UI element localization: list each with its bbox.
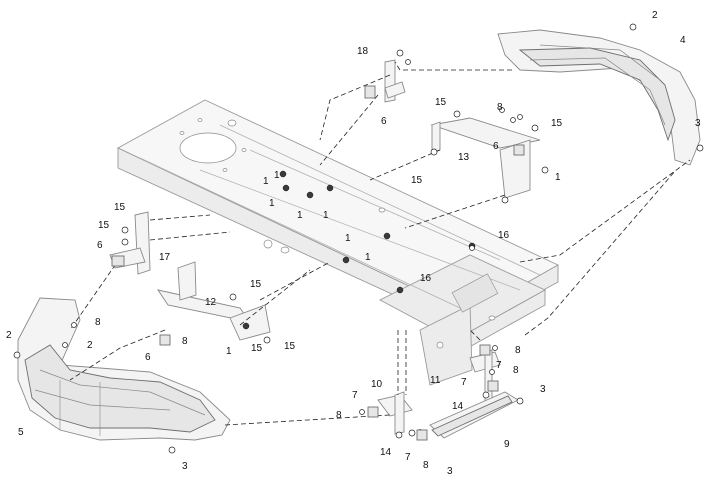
callout-8: 8 xyxy=(513,365,519,376)
callout-1: 1 xyxy=(297,210,303,221)
callout-1: 1 xyxy=(263,176,269,187)
callout-8: 8 xyxy=(515,345,521,356)
main-frame xyxy=(117,99,559,386)
callout-8: 8 xyxy=(95,317,101,328)
callout-15: 15 xyxy=(251,343,263,354)
callout-2: 2 xyxy=(6,330,12,341)
callout-5: 5 xyxy=(18,427,24,438)
callout-8: 8 xyxy=(423,460,429,471)
callout-3: 3 xyxy=(540,384,546,395)
callout-14: 14 xyxy=(380,447,392,458)
callout-15: 15 xyxy=(551,118,563,129)
callout-labels: 1 1 1 1 1 1 1 1 1 2 2 2 3 3 3 3 4 5 6 6 … xyxy=(6,10,701,477)
callout-6: 6 xyxy=(493,141,499,152)
fasteners xyxy=(13,23,704,454)
callout-17: 17 xyxy=(159,252,171,263)
bracket-11 xyxy=(469,349,501,403)
callout-15: 15 xyxy=(435,97,447,108)
callout-2: 2 xyxy=(87,340,93,351)
callout-3: 3 xyxy=(447,466,453,477)
callout-15: 15 xyxy=(98,220,110,231)
callout-10: 10 xyxy=(371,379,383,390)
callout-1: 1 xyxy=(269,198,275,209)
callout-7: 7 xyxy=(461,377,467,388)
bracket-10 xyxy=(377,391,413,435)
callout-15: 15 xyxy=(250,279,262,290)
bracket-12 xyxy=(157,261,271,341)
callout-12: 12 xyxy=(205,297,217,308)
callout-6: 6 xyxy=(145,352,151,363)
callout-3: 3 xyxy=(182,461,188,472)
callout-7: 7 xyxy=(496,360,502,371)
callout-1: 1 xyxy=(226,346,232,357)
bracket-18 xyxy=(384,59,406,103)
bracket-13 xyxy=(430,117,541,199)
callout-6: 6 xyxy=(97,240,103,251)
callout-8: 8 xyxy=(497,102,503,113)
callout-16: 16 xyxy=(420,273,432,284)
callout-8: 8 xyxy=(336,410,342,421)
callout-1: 1 xyxy=(345,233,351,244)
callout-13: 13 xyxy=(458,152,470,163)
callout-15: 15 xyxy=(114,202,126,213)
callout-8: 8 xyxy=(182,336,188,347)
callout-3: 3 xyxy=(695,118,701,129)
callout-7: 7 xyxy=(352,390,358,401)
callout-4: 4 xyxy=(680,35,686,46)
callout-9: 9 xyxy=(504,439,510,450)
callout-7: 7 xyxy=(405,452,411,463)
callout-11: 11 xyxy=(430,375,441,386)
callout-6: 6 xyxy=(381,116,387,127)
left-fender xyxy=(17,297,231,441)
callout-1: 1 xyxy=(365,252,371,263)
callout-1: 1 xyxy=(274,170,280,181)
callout-1: 1 xyxy=(323,210,329,221)
right-fender xyxy=(497,29,701,166)
panel-9 xyxy=(429,391,519,439)
callout-14: 14 xyxy=(452,401,464,412)
callout-18: 18 xyxy=(357,46,369,57)
callout-15: 15 xyxy=(411,175,423,186)
callout-2: 2 xyxy=(652,10,658,21)
leader-lines xyxy=(69,61,691,426)
callout-15: 15 xyxy=(284,341,296,352)
callout-16: 16 xyxy=(498,230,510,241)
callout-1: 1 xyxy=(555,172,561,183)
